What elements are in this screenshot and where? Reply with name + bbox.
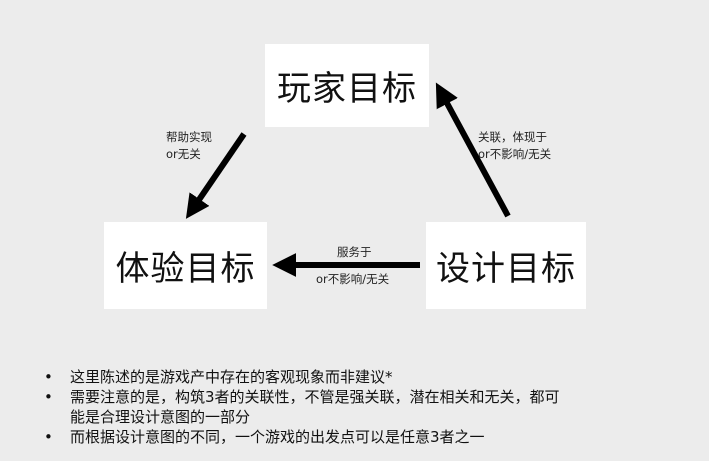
edge-label-design-to-experience-top: 服务于 xyxy=(337,245,372,259)
notes-list: • 这里陈述的是游戏产中存在的客观现象而非建议* • 需要注意的是，构筑3者的关… xyxy=(42,367,682,447)
arrow-player-to-experience xyxy=(185,132,247,219)
edge-label-line: 帮助实现 xyxy=(166,130,212,144)
bullet-icon: • xyxy=(44,428,53,446)
node-player-goal-label: 玩家目标 xyxy=(277,69,417,109)
node-design-goal: 设计目标 xyxy=(426,222,586,309)
edge-label-line: or不影响/无关 xyxy=(478,147,552,161)
edge-label-player-to-experience: 帮助实现 or无关 xyxy=(166,129,212,163)
arrow-design-to-player xyxy=(435,82,511,218)
edge-label-line: or无关 xyxy=(166,147,201,161)
edge-label-design-to-player: 关联，体现于 or不影响/无关 xyxy=(478,129,551,163)
note-line: 这里陈述的是游戏产中存在的客观现象而非建议* xyxy=(70,368,393,386)
note-line: 而根据设计意图的不同，一个游戏的出发点可以是任意3者之一 xyxy=(70,428,485,446)
node-design-goal-label: 设计目标 xyxy=(436,249,576,289)
node-experience-goal-label: 体验目标 xyxy=(115,249,256,289)
note-item: • 而根据设计意图的不同，一个游戏的出发点可以是任意3者之一 xyxy=(42,427,682,447)
note-line: 能是合理设计意图的一部分 xyxy=(70,408,251,426)
edge-label-design-to-experience-bottom: or不影响/无关 xyxy=(316,272,390,286)
bullet-icon: • xyxy=(44,368,53,386)
edge-label-line: 关联，体现于 xyxy=(478,130,547,144)
note-item: • 这里陈述的是游戏产中存在的客观现象而非建议* xyxy=(42,367,682,387)
note-item: • 需要注意的是，构筑3者的关联性，不管是强关联，潜在相关和无关，都可 能是合理… xyxy=(42,387,682,427)
node-experience-goal: 体验目标 xyxy=(104,222,267,309)
node-player-goal: 玩家目标 xyxy=(265,44,429,127)
bullet-icon: • xyxy=(44,388,53,406)
note-line: 需要注意的是，构筑3者的关联性，不管是强关联，潜在相关和无关，都可 xyxy=(70,388,560,406)
